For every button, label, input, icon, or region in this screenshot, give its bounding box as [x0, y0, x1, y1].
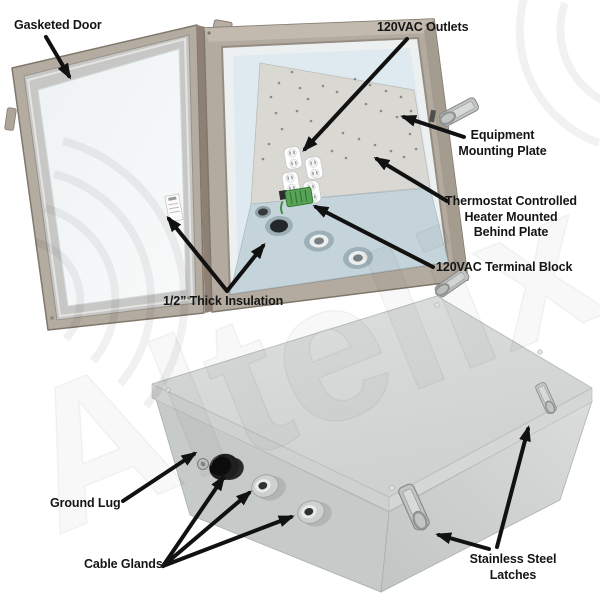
arrow-cable-gland-3 — [161, 515, 295, 568]
gasket-highlight — [26, 37, 194, 318]
label-latches: Stainless Steel Latches — [469, 552, 557, 582]
door-hinge-strip — [197, 25, 213, 313]
label-120vac-outlets: 120VAC Outlets — [377, 20, 469, 34]
box-screw — [207, 31, 211, 35]
label-terminal-block: 120VAC Terminal Block — [436, 260, 573, 274]
arrow-cable-gland-2 — [161, 490, 253, 568]
box-top-face — [204, 19, 434, 42]
arrow-mounting-plate — [400, 115, 466, 139]
arrow-insulation-box — [225, 242, 266, 293]
label-insulation: 1/2” Thick Insulation — [163, 294, 284, 308]
arrow-latch-right — [495, 425, 531, 549]
ground-lug — [197, 458, 209, 470]
label-cable-glands: Cable Glands — [84, 557, 163, 571]
door-screw — [187, 296, 191, 300]
box-right-face — [424, 19, 468, 284]
cable-gland-black — [209, 453, 244, 481]
plate-holes — [261, 70, 418, 161]
arrow-insulation-door — [166, 215, 229, 293]
arrow-terminal-block — [312, 205, 435, 269]
terminal-block — [278, 186, 314, 215]
label-gasketed-door: Gasketed Door — [14, 18, 102, 32]
arrow-gasketed-door — [44, 35, 72, 80]
label-ground-lug: Ground Lug — [50, 496, 121, 510]
closed-enclosure — [151, 295, 593, 593]
label-mounting-plate: Equipment Mounting Plate — [458, 128, 547, 158]
closed-box-lid — [151, 295, 593, 498]
door-insulation-panel — [37, 48, 187, 307]
callout-arrows — [44, 35, 531, 568]
enclosure-box — [203, 18, 481, 313]
arrow-latch-front — [435, 532, 491, 551]
interior-shelf — [229, 187, 449, 295]
arrow-thermostat — [373, 156, 449, 203]
gasketed-door — [4, 24, 205, 331]
arrow-outlets — [302, 37, 409, 152]
lid-screws — [165, 302, 543, 491]
door-hinge-tab — [4, 107, 17, 131]
arrow-cable-gland-1 — [161, 474, 226, 568]
shelf-gland-holes — [255, 205, 373, 270]
label-thermostat: Thermostat Controlled Heater Mounted Beh… — [445, 194, 577, 239]
arrow-ground-lug — [121, 451, 198, 503]
open-enclosure — [4, 18, 481, 331]
door-screw — [50, 316, 54, 320]
vent-slot — [428, 109, 436, 123]
box-screw — [425, 23, 429, 27]
